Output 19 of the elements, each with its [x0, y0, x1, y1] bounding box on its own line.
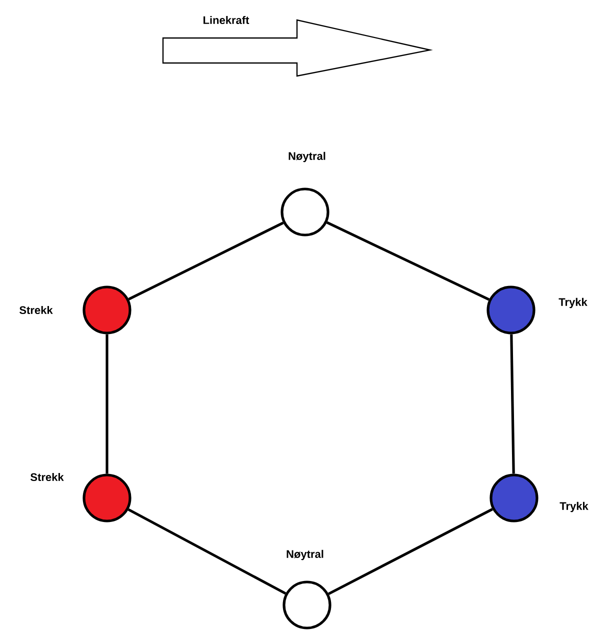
node-label: Strekk: [20, 306, 53, 314]
circle-node: [282, 580, 332, 630]
connector-line: [128, 508, 286, 595]
node-label: Nøytral: [288, 152, 326, 162]
node-label: Trykk: [560, 502, 588, 512]
node-label: Nøytral: [286, 550, 324, 560]
circle-node: [486, 286, 536, 334]
circle-node: [82, 474, 132, 522]
force-label: Linekraft: [204, 16, 250, 24]
node-label: Strekk: [30, 472, 64, 482]
connector-line: [326, 221, 490, 301]
connector-line: [128, 222, 284, 300]
connector-line: [106, 334, 108, 474]
circle-node: [82, 286, 132, 334]
circle-node: [490, 474, 538, 522]
connector-line: [328, 508, 494, 595]
node-label: Trykk: [558, 298, 588, 308]
connector-line: [510, 334, 515, 474]
circle-node: [280, 188, 330, 236]
